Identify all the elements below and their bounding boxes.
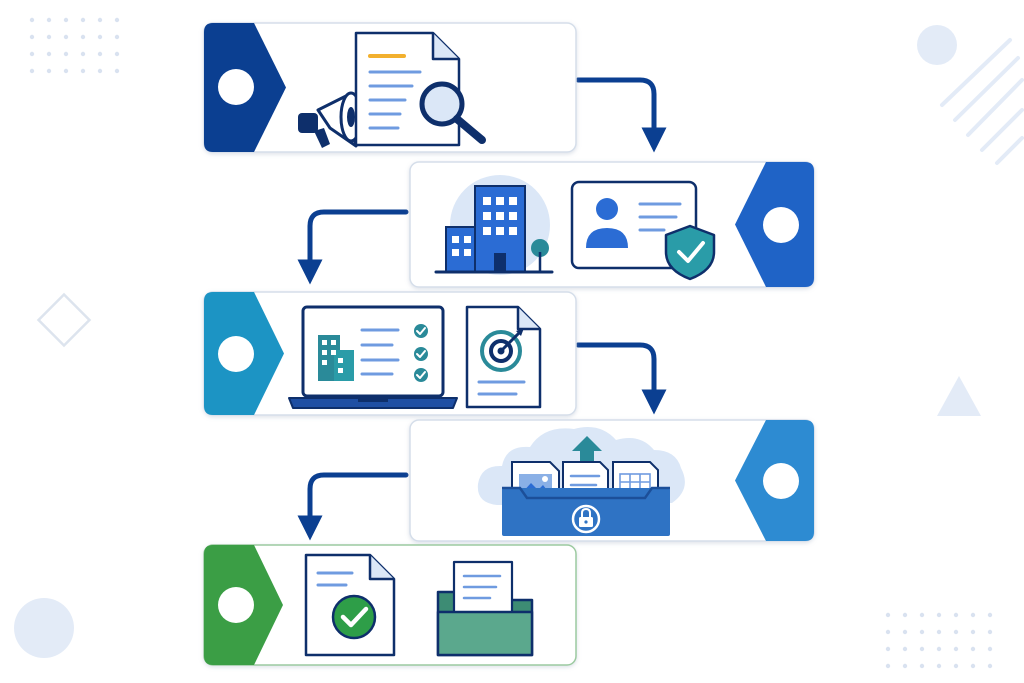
decor-dot: [987, 629, 993, 635]
decor-dot: [987, 663, 993, 669]
decor-dot: [987, 612, 993, 618]
decor-dot: [46, 68, 52, 74]
step-5-illustration: [304, 553, 534, 657]
receipt-folder-icon: [436, 560, 534, 657]
step-1-illustration: [298, 31, 486, 148]
step-2-marker-circle: [763, 207, 799, 243]
decor-dot: [97, 34, 103, 40]
upload-arrow-icon: [572, 436, 602, 465]
laptop-icon: [288, 305, 458, 409]
decor-dot: [919, 646, 925, 652]
decor-dot: [114, 68, 120, 74]
decor-triangle-right: [937, 376, 981, 416]
decor-dot: [919, 629, 925, 635]
arrow-step3-to-step4: [575, 342, 667, 415]
decor-dot: [885, 663, 891, 669]
arrow-step4-to-step5: [297, 472, 409, 541]
step-1-card: [203, 22, 577, 153]
decor-dot: [46, 51, 52, 57]
decor-dot: [902, 663, 908, 669]
decor-dot: [29, 68, 35, 74]
decor-dot: [902, 612, 908, 618]
arrow-step1-to-step2: [575, 77, 667, 153]
decor-dot: [970, 629, 976, 635]
decor-circle-top-right: [917, 25, 957, 65]
lock-icon: [571, 504, 601, 534]
decor-diagonal-stripes: [940, 38, 1024, 165]
decor-dot: [953, 646, 959, 652]
decor-dot: [63, 51, 69, 57]
decor-dot: [919, 612, 925, 618]
decor-dot: [902, 646, 908, 652]
decor-dot: [936, 663, 942, 669]
decor-dot: [114, 51, 120, 57]
step-4-illustration: [477, 427, 685, 536]
decor-dot: [919, 663, 925, 669]
decor-dot: [46, 34, 52, 40]
decor-dot: [936, 646, 942, 652]
step-4-marker-circle: [763, 463, 799, 499]
target-document-icon: [465, 305, 542, 409]
magnifier-icon: [419, 81, 486, 144]
decor-dot: [885, 629, 891, 635]
decor-dot-grid-top-left: [29, 17, 120, 74]
arrow-step2-to-step3: [297, 209, 409, 285]
decor-dot: [63, 68, 69, 74]
decor-dot: [936, 612, 942, 618]
step-5-marker-circle: [218, 587, 254, 623]
office-building-icon: [434, 175, 554, 275]
decor-dot: [63, 34, 69, 40]
decor-circle-bottom-left: [14, 598, 74, 658]
decor-dot: [97, 51, 103, 57]
decor-dot: [953, 612, 959, 618]
step-4-card: [409, 419, 815, 542]
decor-dot: [29, 17, 35, 23]
decor-dot: [970, 646, 976, 652]
decor-dot: [114, 34, 120, 40]
decor-dot: [46, 17, 52, 23]
step-2-illustration: [434, 175, 716, 281]
decor-dot: [970, 612, 976, 618]
step-5-card: [203, 544, 577, 666]
decor-dot: [885, 612, 891, 618]
decor-dot: [953, 629, 959, 635]
decor-dot: [80, 17, 86, 23]
decor-dot: [902, 629, 908, 635]
step-3-card: [203, 291, 577, 416]
decor-dot: [80, 68, 86, 74]
step-3-marker-circle: [218, 336, 254, 372]
decor-dot: [80, 34, 86, 40]
decor-dot: [29, 51, 35, 57]
decor-diamond-left: [36, 292, 92, 348]
step-1-marker-circle: [218, 69, 254, 105]
decor-dot: [987, 646, 993, 652]
connector-arrows: [297, 77, 667, 541]
checklist-icon: [318, 324, 428, 382]
step-2-card: [409, 161, 815, 288]
decor-dot: [97, 17, 103, 23]
decor-dot: [80, 51, 86, 57]
decor-dot: [97, 68, 103, 74]
file-tray-icon: [502, 461, 670, 536]
decor-dot: [114, 17, 120, 23]
approved-document-icon: [304, 553, 396, 657]
decor-dot: [63, 17, 69, 23]
decor-dot: [953, 663, 959, 669]
decor-dot: [936, 629, 942, 635]
decor-dot: [885, 646, 891, 652]
step-3-illustration: [288, 305, 542, 409]
decor-dot: [970, 663, 976, 669]
decor-dot: [29, 34, 35, 40]
decor-dot-grid-bottom-right: [885, 612, 993, 669]
shield-check-icon: [664, 224, 716, 281]
